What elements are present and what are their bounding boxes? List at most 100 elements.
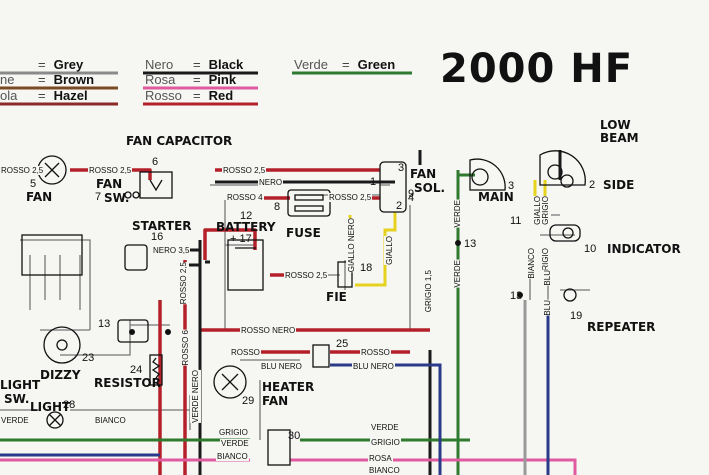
- wire-label: VERDE NERO: [190, 370, 201, 423]
- dizzy-label: DIZZY: [40, 368, 81, 382]
- wire-label: ROSSO 6: [180, 330, 191, 366]
- wire-label: VERDE: [0, 416, 30, 425]
- main-label: MAIN: [478, 190, 514, 204]
- legend-en: Black: [208, 57, 244, 72]
- fan-sw-label: FAN: [96, 177, 123, 191]
- terminal-num: 12: [240, 210, 253, 222]
- starter-label: STARTER: [132, 219, 192, 233]
- fan-sol-label-2: SOL.: [414, 181, 446, 195]
- wire-label: GIALLO NERO: [346, 218, 357, 273]
- low-beam-label-2: BEAM: [600, 131, 639, 145]
- wire-label: ROSA: [368, 454, 393, 463]
- fie-num: 18: [360, 262, 373, 274]
- battery-label: BATTERY: [216, 220, 276, 234]
- legend-it: ola: [0, 88, 18, 103]
- indicator-label: INDICATOR: [607, 242, 681, 256]
- wire-label: VERDE: [220, 439, 250, 448]
- wire-label: BIANCO: [94, 416, 127, 425]
- legend-it: Rosa: [145, 72, 176, 87]
- wire-label: VERDE: [452, 260, 463, 288]
- wire-label: NERO 3,5: [152, 246, 191, 255]
- heater-fan-label-2: FAN: [262, 394, 289, 408]
- legend-en: Green: [357, 57, 396, 72]
- wire-label: ROSSO 2,5: [284, 271, 329, 280]
- legend-grey: =Grey: [38, 57, 84, 72]
- fan-num: 5: [30, 178, 37, 190]
- wire-label: BLU NERO: [260, 362, 303, 371]
- light-label: LIGHT: [30, 400, 71, 414]
- wire-label: VERDE: [452, 200, 463, 228]
- wire-label: ROSSO 2,5: [328, 193, 373, 202]
- wire-label: GRIGIO: [370, 438, 401, 447]
- legend-en: Pink: [208, 72, 237, 87]
- light-sw-label-2: SW.: [4, 392, 30, 406]
- starter-num: 16: [151, 231, 164, 243]
- side-label: SIDE: [603, 178, 635, 192]
- terminal-num: 4: [408, 192, 415, 204]
- legend-it: Verde: [294, 57, 328, 72]
- legend-green: Verde=Green: [294, 57, 396, 72]
- legend-black: Nero=Black: [145, 57, 244, 72]
- legend-hazel: ola=Hazel: [0, 88, 88, 103]
- wire-label: NERO: [258, 178, 284, 187]
- low-beam-label: LOW: [600, 118, 631, 132]
- wire-label: GRIGIO: [540, 196, 551, 225]
- wire-label: VERDE: [370, 423, 400, 432]
- resistor-num: 24: [130, 364, 143, 376]
- wire-label: GRIGIO: [218, 428, 249, 437]
- fan-capacitor-num: 6: [152, 156, 159, 168]
- resistor-label: RESISTOR: [94, 376, 161, 390]
- wire-label: ROSSO 2,5: [178, 262, 189, 305]
- fie-label: FIE: [326, 290, 347, 304]
- junction-num: 13: [510, 290, 523, 302]
- junction-num: 13: [464, 238, 477, 250]
- legend-red: Rosso=Red: [145, 88, 234, 103]
- wire-label: ROSSO 2,5: [0, 166, 45, 175]
- light-sw-label: LIGHT: [0, 378, 41, 392]
- dizzy-num: 23: [82, 352, 95, 364]
- wire-label: ROSSO 4: [226, 193, 264, 202]
- legend-pink: Rosa=Pink: [145, 72, 237, 87]
- legend-brown: ne=Brown: [0, 72, 95, 87]
- main-num: 3: [508, 180, 515, 192]
- terminal-num: 3: [398, 162, 405, 174]
- fan-capacitor-label: FAN CAPACITOR: [126, 134, 233, 148]
- connector-num: 30: [288, 430, 301, 442]
- indicator-num: 10: [584, 243, 597, 255]
- repeater-label: REPEATER: [587, 320, 656, 334]
- fan-sol-num: 9: [408, 188, 415, 200]
- fuse-label: FUSE: [286, 226, 321, 240]
- wire-label: BIANCO: [526, 248, 537, 279]
- repeater-num: 19: [570, 310, 583, 322]
- legend-en: Red: [208, 88, 234, 103]
- wire-label: ROSSO 2,5: [88, 166, 133, 175]
- wire-label: ROSSO: [360, 348, 391, 357]
- fan-label: FAN: [26, 190, 53, 204]
- legend-it: ne: [0, 72, 15, 87]
- light-num: 28: [63, 399, 76, 411]
- legend-en: Hazel: [53, 88, 88, 103]
- legend-en: Grey: [53, 57, 84, 72]
- fan-sol-label: FAN: [410, 167, 437, 181]
- relay-num: 25: [336, 338, 349, 350]
- fuse-num: 8: [274, 201, 281, 213]
- fan-sw-label-2: SW.: [104, 191, 130, 205]
- wire-label: GIALLO: [384, 236, 395, 265]
- terminal-num: 2: [396, 200, 403, 212]
- wire-label: ROSSO 2,5: [222, 166, 267, 175]
- wire-label: BLU NERO: [352, 362, 395, 371]
- fan-sw-num: 7: [95, 191, 102, 203]
- terminal-num: 1: [370, 176, 377, 188]
- wire-label: BLU: [542, 300, 553, 316]
- wire-label: BIANCO: [216, 452, 249, 461]
- wire-label: GRIGIO 1,5: [423, 270, 434, 313]
- legend-en: Brown: [53, 72, 95, 87]
- junction-num: 13: [98, 318, 111, 330]
- junction-num: 11: [510, 215, 522, 227]
- legend-it: Rosso: [145, 88, 182, 103]
- legend-it: Nero: [145, 57, 174, 72]
- page-title: 2000 HF: [440, 46, 634, 92]
- heater-fan-label: HEATER: [262, 380, 315, 394]
- wire-label: ROSSO NERO: [240, 326, 297, 335]
- wire-label: ROSSO: [230, 348, 261, 357]
